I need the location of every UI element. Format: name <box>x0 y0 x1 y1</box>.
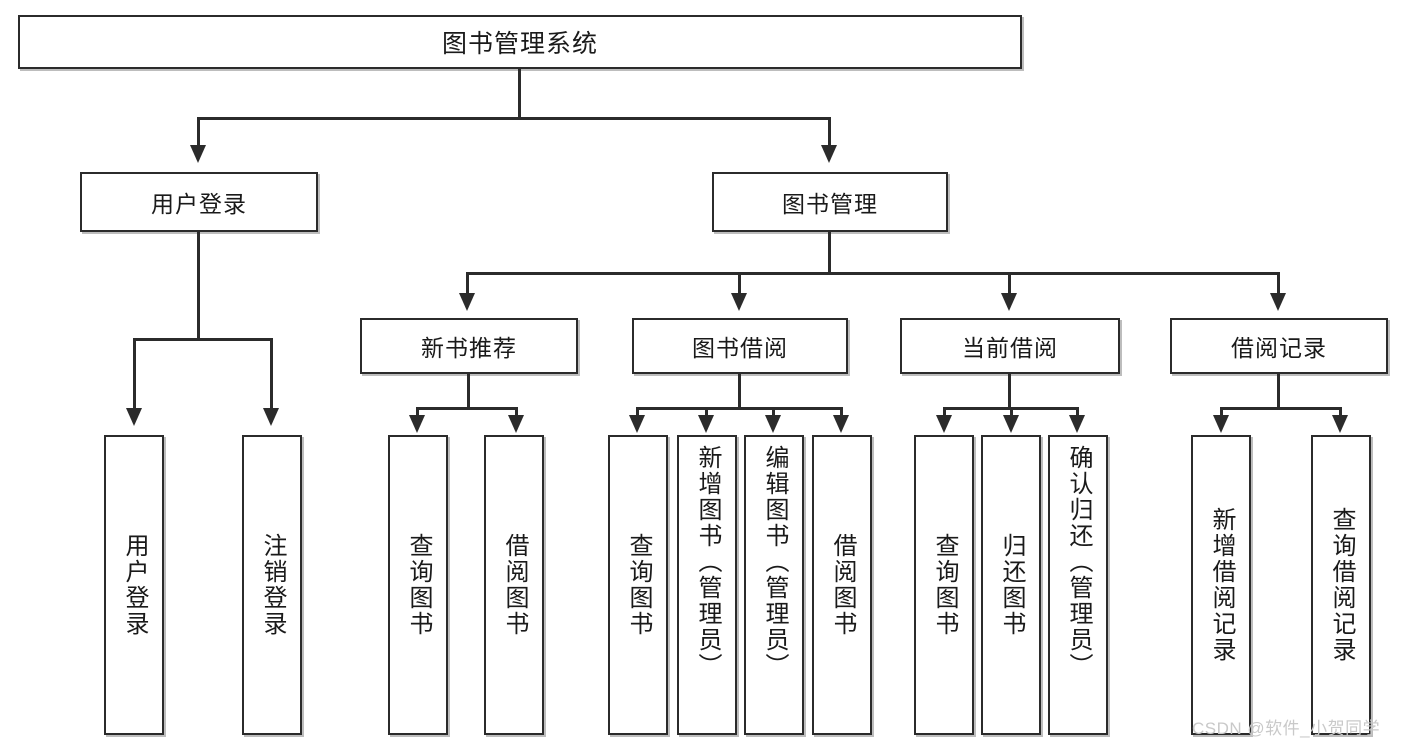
node-label: 图书管理 <box>782 191 878 217</box>
connector-login-to-leaf1 <box>133 338 136 410</box>
connector-bookmgmt-to-c2 <box>738 272 741 294</box>
connector-bookmgmt-to-c1 <box>466 272 469 294</box>
watermark-credit: CSDN @软件_小贺同学 <box>1192 719 1381 738</box>
connector-bookmgmt-to-c4 <box>1277 272 1280 294</box>
arrow-current-to-leaf1 <box>936 415 952 433</box>
arrow-bookmgmt-to-c2 <box>731 293 747 311</box>
arrow-borrow-to-leaf3 <box>765 415 781 433</box>
arrow-borrow-to-leaf4 <box>833 415 849 433</box>
arrow-borrow-to-leaf2 <box>698 415 714 433</box>
node-label: 新增借阅记录 <box>1207 507 1235 663</box>
connector-record-bus <box>1220 407 1342 410</box>
node-label: 借阅图书 <box>500 533 528 637</box>
node-current-borrow[interactable]: 当前借阅 <box>900 318 1120 374</box>
arrow-current-to-leaf2 <box>1003 415 1019 433</box>
arrow-login-to-leaf1 <box>126 408 142 426</box>
node-user-login[interactable]: 用户登录 <box>80 172 318 232</box>
arrow-record-to-leaf2 <box>1332 415 1348 433</box>
node-label: 借阅记录 <box>1231 335 1327 361</box>
arrow-login-to-leaf2 <box>263 408 279 426</box>
connector-bookmgmt-stem <box>828 232 831 274</box>
arrow-bookmgmt-to-c1 <box>459 293 475 311</box>
connector-root-stem <box>518 69 521 119</box>
connector-bookmgmt-to-c3 <box>1008 272 1011 294</box>
connector-login-stem <box>197 232 200 340</box>
arrow-record-to-leaf1 <box>1213 415 1229 433</box>
node-book-management[interactable]: 图书管理 <box>712 172 948 232</box>
leaf-query-book-current[interactable]: 查询图书 <box>914 435 974 735</box>
leaf-return-book[interactable]: 归还图书 <box>981 435 1041 735</box>
arrow-root-to-login <box>190 145 206 163</box>
connector-recommend-bus <box>416 407 518 410</box>
leaf-query-borrow-record[interactable]: 查询借阅记录 <box>1311 435 1371 735</box>
connector-root-bus <box>197 117 831 120</box>
connector-borrow-bus <box>636 407 842 410</box>
node-label: 查询图书 <box>404 533 432 637</box>
arrow-recommend-to-leaf1 <box>409 415 425 433</box>
node-book-borrow[interactable]: 图书借阅 <box>632 318 848 374</box>
node-label: 查询图书 <box>930 533 958 637</box>
leaf-add-borrow-record[interactable]: 新增借阅记录 <box>1191 435 1251 735</box>
connector-root-to-bookmgmt <box>828 117 831 147</box>
node-label: 新书推荐 <box>421 335 517 361</box>
connector-record-stem <box>1277 374 1280 410</box>
leaf-edit-book-admin[interactable]: 编辑图书（管理员） <box>744 435 804 735</box>
node-label: 用户登录 <box>120 533 148 637</box>
leaf-borrow-book-recommend[interactable]: 借阅图书 <box>484 435 544 735</box>
node-borrow-record[interactable]: 借阅记录 <box>1170 318 1388 374</box>
node-label: 借阅图书 <box>828 533 856 637</box>
node-label: 当前借阅 <box>962 335 1058 361</box>
leaf-borrow-book[interactable]: 借阅图书 <box>812 435 872 735</box>
arrow-root-to-bookmgmt <box>821 145 837 163</box>
connector-root-to-login <box>197 117 200 147</box>
leaf-user-login[interactable]: 用户登录 <box>104 435 164 735</box>
node-label: 查询图书 <box>624 533 652 637</box>
leaf-logout-login[interactable]: 注销登录 <box>242 435 302 735</box>
connector-bookmgmt-bus <box>466 272 1280 275</box>
node-label: 新增图书（管理员） <box>693 445 721 679</box>
leaf-confirm-return-admin[interactable]: 确认归还（管理员） <box>1048 435 1108 735</box>
arrow-bookmgmt-to-c3 <box>1001 293 1017 311</box>
node-label: 编辑图书（管理员） <box>760 445 788 679</box>
node-label: 查询借阅记录 <box>1327 507 1355 663</box>
node-label: 图书管理系统 <box>441 30 598 58</box>
leaf-add-book-admin[interactable]: 新增图书（管理员） <box>677 435 737 735</box>
connector-borrow-stem <box>738 374 741 410</box>
connector-login-bus <box>133 338 272 341</box>
node-new-book-recommend[interactable]: 新书推荐 <box>360 318 578 374</box>
arrow-borrow-to-leaf1 <box>629 415 645 433</box>
node-root-system[interactable]: 图书管理系统 <box>18 15 1022 69</box>
arrow-recommend-to-leaf2 <box>508 415 524 433</box>
arrow-bookmgmt-to-c4 <box>1270 293 1286 311</box>
node-label: 归还图书 <box>997 533 1025 637</box>
connector-current-stem <box>1008 374 1011 410</box>
connector-login-to-leaf2 <box>270 338 273 410</box>
node-label: 用户登录 <box>151 191 247 217</box>
node-label: 确认归还（管理员） <box>1064 445 1092 679</box>
node-label: 图书借阅 <box>692 335 788 361</box>
leaf-query-book-recommend[interactable]: 查询图书 <box>388 435 448 735</box>
connector-recommend-stem <box>467 374 470 410</box>
arrow-current-to-leaf3 <box>1069 415 1085 433</box>
node-label: 注销登录 <box>258 533 286 637</box>
leaf-query-book-borrow[interactable]: 查询图书 <box>608 435 668 735</box>
